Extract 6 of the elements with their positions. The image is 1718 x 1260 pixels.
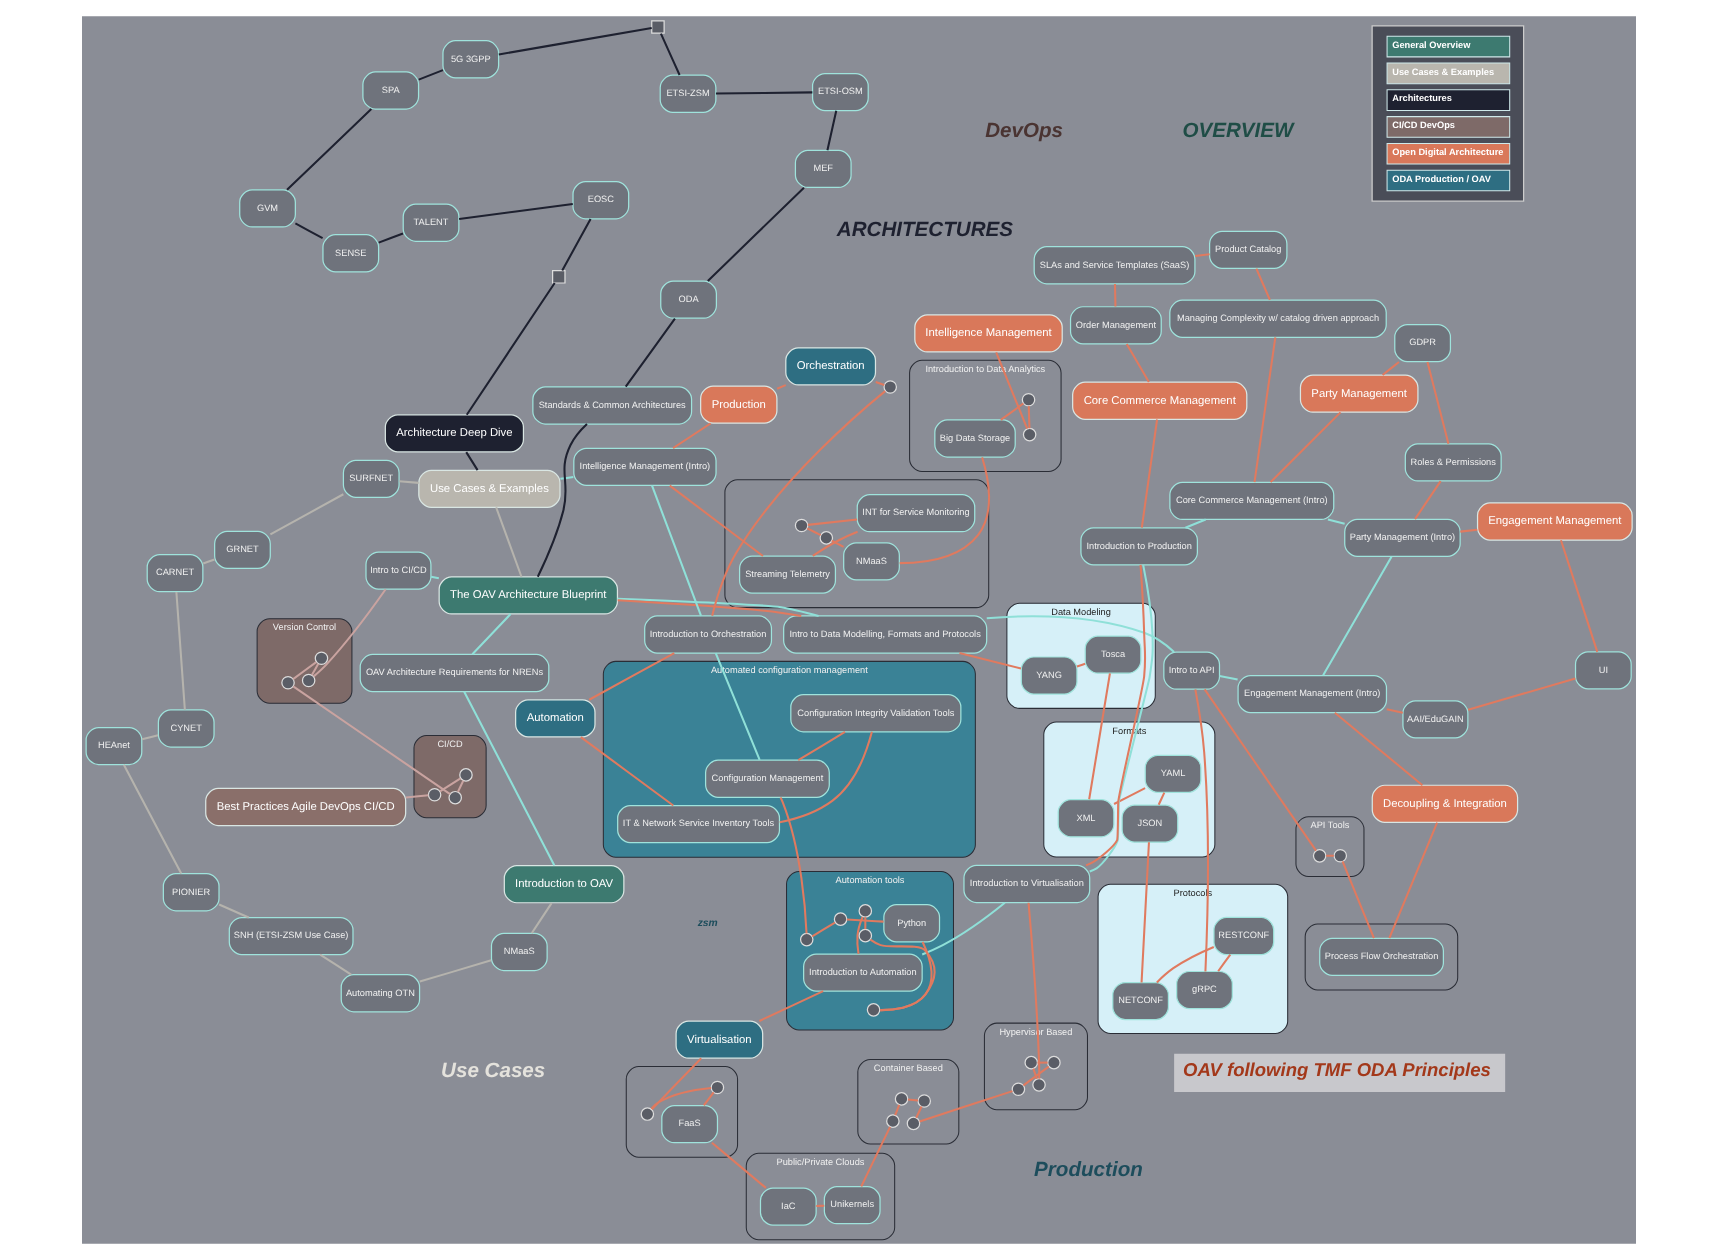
label: Production	[1034, 1159, 1143, 1182]
label: OVERVIEW	[1182, 121, 1294, 144]
label: Use Cases	[441, 1061, 546, 1084]
label: OAV following TMF ODA Principles	[1183, 1060, 1491, 1081]
label: DevOps	[985, 121, 1064, 144]
label: ARCHITECTURES	[836, 220, 1013, 243]
